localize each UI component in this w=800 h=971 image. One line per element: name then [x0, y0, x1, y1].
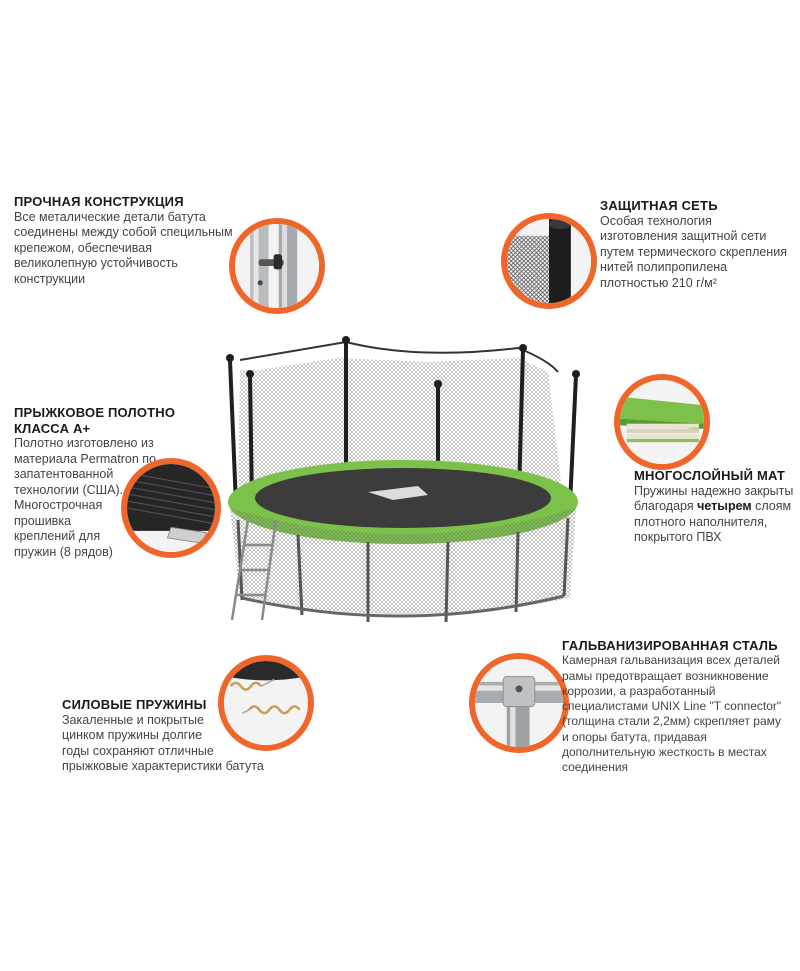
spring-icon — [218, 655, 314, 751]
t-connector-icon — [469, 653, 569, 753]
feature-springs: СИЛОВЫЕ ПРУЖИНЫ Закаленные и покрытые ци… — [62, 697, 272, 775]
jump-mat-icon — [121, 458, 221, 558]
feature-steel-title: ГАЛЬВАНИЗИРОВАННАЯ СТАЛЬ — [562, 638, 778, 653]
feature-steel: ГАЛЬВАНИЗИРОВАННАЯ СТАЛЬ Камерная гальва… — [562, 638, 798, 776]
trampoline-illustration — [218, 330, 588, 640]
feature-construction: ПРОЧНАЯ КОНСТРУКЦИЯ Все металические дет… — [14, 194, 254, 287]
feature-mat-text: Полотно изготовлено из материала Permatr… — [14, 436, 156, 559]
feature-net: ЗАЩИТНАЯ СЕТЬ Особая технология изготовл… — [600, 198, 795, 291]
feature-springs-title: СИЛОВЫЕ ПРУЖИНЫ — [62, 697, 207, 712]
feature-pad-text: Пружины надежно закрыты благодаря четыре… — [634, 483, 794, 545]
feature-construction-title: ПРОЧНАЯ КОНСТРУКЦИЯ — [14, 194, 184, 209]
feature-mat-title: ПРЫЖКОВОЕ ПОЛОТНО КЛАССА А+ — [14, 405, 176, 436]
feature-net-title: ЗАЩИТНАЯ СЕТЬ — [600, 198, 718, 213]
feature-steel-text: Камерная гальванизация всех деталей рамы… — [562, 653, 782, 775]
feature-springs-text: Закаленные и покрытые цинком пружины дол… — [62, 712, 264, 774]
feature-pad: МНОГОСЛОЙНЫЙ МАТ Пружины надежно закрыты… — [634, 468, 799, 546]
frame-pole-icon — [229, 218, 325, 314]
net-roll-icon — [501, 213, 597, 309]
feature-net-text: Особая технология изготовления защитной … — [600, 213, 787, 290]
feature-construction-text: Все металические детали батута соединены… — [14, 209, 233, 286]
feature-mat: ПРЫЖКОВОЕ ПОЛОТНО КЛАССА А+ Полотно изго… — [14, 405, 184, 560]
feature-pad-title: МНОГОСЛОЙНЫЙ МАТ — [634, 468, 786, 483]
layered-pad-icon — [614, 374, 710, 470]
